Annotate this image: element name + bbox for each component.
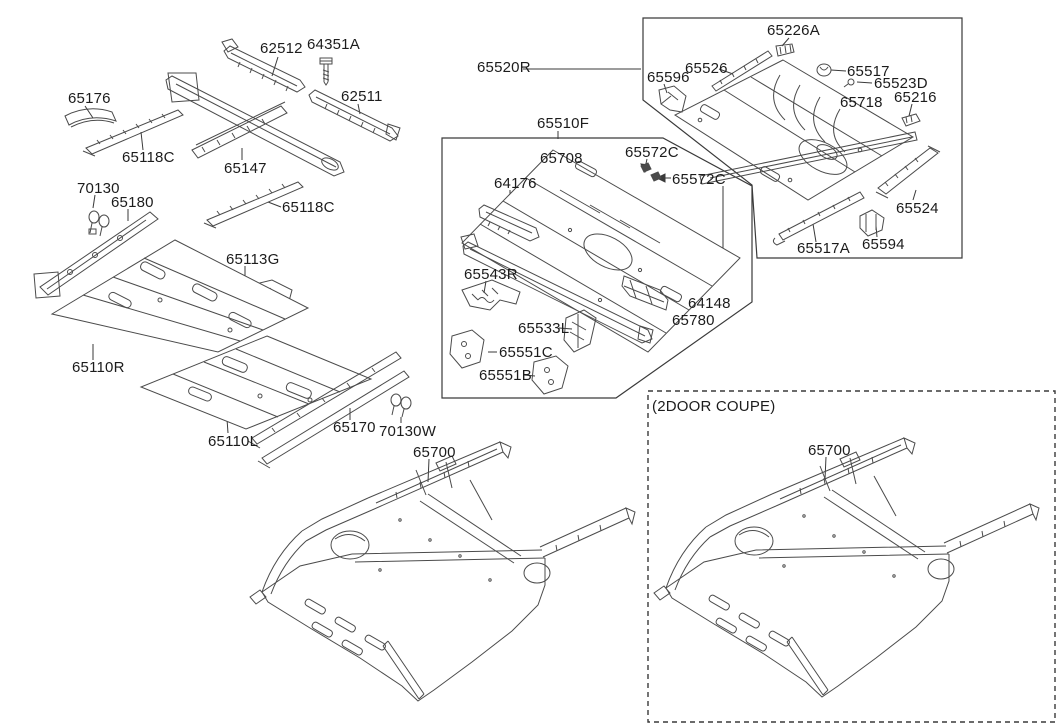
part-label-65110L: 65110L [208,433,259,450]
part-label-65780: 65780 [672,312,715,329]
part-label-65118C-2: 65118C [282,199,335,216]
rear-floor-parts-art [658,43,941,246]
part-label-65572C-a: 65572C [625,144,679,161]
part-label-64351A: 64351A [307,36,360,53]
part-65517A-sketch [772,191,865,246]
part-label-65551C: 65551C [499,344,553,361]
part-label-62511: 62511 [341,88,383,105]
part-65170-sketch [247,351,410,469]
center-floor-parts-art [449,149,741,395]
part-label-65147: 65147 [224,160,267,177]
part-65551B-sketch [531,355,569,395]
part-62511-sketch [308,89,401,142]
part-label-65594: 65594 [862,236,905,253]
part-label-65718: 65718 [840,94,883,111]
part-62512-sketch [221,38,306,93]
part-label-65510F: 65510F [537,115,590,132]
part-label-65180: 65180 [111,194,154,211]
part-label-65700-right: 65700 [808,442,851,459]
part-label-65517A: 65517A [797,240,850,257]
part-65110R-sketch [50,239,310,353]
part-65180-sketch [33,211,159,299]
part-65708-panel-sketch [461,149,741,353]
part-label-65523D: 65523D [874,75,928,92]
clip-65226A-sketch [775,43,795,57]
coupe-caption: (2DOOR COUPE) [652,398,776,415]
clip-65523D-sketch [843,78,855,88]
part-label-65543R: 65543R [464,266,518,283]
part-label-70130: 70130 [77,180,120,197]
part-label-65176: 65176 [68,90,111,107]
part-label-65596: 65596 [647,69,690,86]
part-label-65110R: 65110R [72,359,125,376]
frame-65700-right [653,437,1040,698]
part-65543R-sketch [461,279,521,311]
clip-70130W-sketch [390,393,412,418]
center-floor-box [441,137,753,399]
part-65118C1-sketch [82,109,184,157]
part-65147-sketch [165,72,345,177]
part-label-62512: 62512 [260,40,303,57]
rear-floor-panel-sketch [673,59,914,201]
part-label-65118C-1: 65118C [122,149,175,166]
part-label-65524: 65524 [896,200,939,217]
part-label-65708: 65708 [540,150,583,167]
frame-65700-left [249,441,636,702]
part-label-70130W: 70130W [379,423,437,440]
part-65176-sketch [64,108,117,128]
part-65216-sketch [901,113,921,127]
part-65596-sketch [658,85,687,113]
part-65780-sketch [460,233,654,344]
part-65551C-sketch [449,329,485,369]
part-65718-sketch [699,131,918,185]
part-65594-sketch [859,209,885,237]
bolt-64351A-sketch [319,57,333,86]
part-label-65517: 65517 [847,63,890,80]
part-label-64176: 64176 [494,175,537,192]
part-64148-sketch [621,275,669,311]
clips-65572C-sketch [640,162,662,182]
part-label-65226A: 65226A [767,22,820,39]
part-label-65551B: 65551B [479,367,532,384]
rear-floor-box [642,17,963,259]
part-label-65216: 65216 [894,89,937,106]
part-65110L-sketch [139,335,373,430]
part-65526-sketch [711,50,773,92]
part-label-64148: 64148 [688,295,731,312]
part-65524-sketch [875,145,941,199]
part-label-65533L: 65533L [518,320,570,337]
part-label-65170: 65170 [333,419,376,436]
part-label-65113G: 65113G [226,251,280,268]
clip-70130-sketch [88,210,110,237]
part-65533L-sketch [563,309,597,353]
part-64176-sketch [478,204,540,242]
front-floor-parts-art [33,38,412,469]
part-label-65572C-b: 65572C [672,171,726,188]
clip-65517-sketch [816,63,832,77]
part-label-65526: 65526 [685,60,728,77]
part-label-65520R: 65520R [477,59,531,76]
part-label-65700-left: 65700 [413,444,456,461]
part-65118C2-sketch [203,181,304,229]
